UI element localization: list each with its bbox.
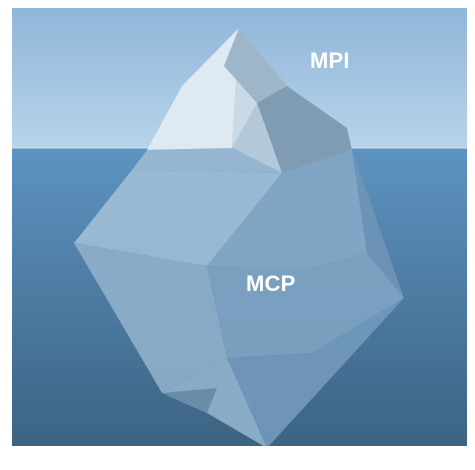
iceberg-graphic — [12, 8, 467, 446]
mpi-label: MPI — [310, 48, 350, 73]
iceberg-illustration: MPI MCP — [12, 8, 467, 446]
iceberg-body — [74, 148, 404, 446]
iceberg-tip — [147, 28, 352, 173]
mcp-label: MCP — [246, 271, 296, 296]
